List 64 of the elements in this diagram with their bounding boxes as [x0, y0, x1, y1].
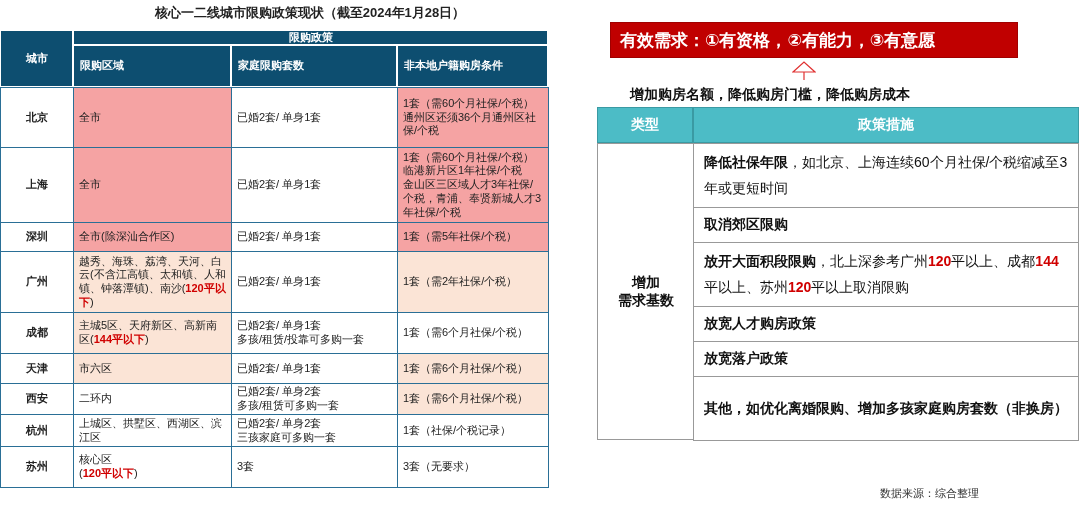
cell-text: 其他，如优化离婚限购、增加多孩家庭购房套数（非换房） [704, 398, 1068, 418]
cell-text: (120平以下) [79, 467, 138, 481]
cell-text: 1套（需6个月社保/个税） [403, 392, 529, 406]
cell-text: 1套（社保/个税记录） [403, 423, 512, 438]
cell-text: 越秀、海珠、荔湾、天河、白云(不含江高镇、太和镇、人和镇、钟落潭镇)、南沙(120平以下) [79, 254, 226, 310]
cell-text: 多孩/租赁可多购一套 [237, 399, 340, 413]
cell-text: 深圳 [26, 230, 48, 244]
cell-text: 苏州 [26, 460, 48, 474]
cell-text: 已婚2套/ 单身1套 [237, 178, 322, 192]
cell-text: 金山区三区域人才3年社保/个税，青浦、奉贤新城人才3年社保/个税 [403, 178, 543, 220]
callout-box [610, 22, 1018, 58]
cell-text: 通州区还须36个月通州区社保/个税 [403, 110, 538, 139]
cell-text: 家庭限购套数 [238, 59, 304, 73]
cell-text: 已婚2套/ 单身2套 [237, 385, 322, 399]
cell-text: 全市 [79, 110, 101, 125]
cell-text: 已婚2套/ 单身1套 [237, 361, 322, 376]
cell-text: 临港新片区1年社保/个税 [403, 164, 523, 179]
cell-text: 二环内 [79, 392, 112, 406]
cell-text: 非本地户籍购房条件 [404, 59, 503, 73]
cell-text: 上城区、拱墅区、西湖区、滨江区 [79, 416, 223, 445]
cell-text: 杭州 [26, 423, 48, 438]
cell-text: 已婚2套/ 单身1套 [237, 230, 322, 244]
cell-text: 1套（需2年社保/个税） [403, 275, 518, 289]
cell-text: 多孩/租赁/投靠可多购一套 [237, 333, 365, 347]
cell-text: 1套（需6个月社保/个税） [403, 326, 529, 340]
arrow [792, 61, 816, 81]
cell-text: 政策措施 [858, 116, 914, 134]
source-note: 数据来源：综合整理 [880, 486, 979, 501]
cell-text: 1套（需6个月社保/个税） [403, 361, 529, 376]
cell-text: 已婚2套/ 单身1套 [237, 275, 322, 289]
cell-text: 类型 [631, 116, 659, 134]
cell-text: 天津 [26, 361, 48, 376]
cell-text: 已婚2套/ 单身1套 [237, 319, 322, 333]
cell-text: 1套（需5年社保/个税） [403, 230, 518, 244]
cell-text: 三孩家庭可多购一套 [237, 430, 336, 445]
cell-text: 上海 [26, 178, 48, 192]
cell-text: 已婚2套/ 单身1套 [237, 110, 322, 125]
cell-text: 放宽落户政策 [704, 349, 788, 369]
cell-text: 广州 [26, 275, 48, 289]
cell-text: 城市 [25, 51, 48, 66]
cell-text: 全市 [79, 178, 101, 192]
cell-text: 放宽人才购房政策 [704, 314, 816, 334]
cell-text: 增加 [631, 274, 660, 292]
cell-text: 取消郊区限购 [704, 215, 788, 235]
cell-text: 放开大面积段限购，北上深参考广州120平以上、成都144平以上、苏州120平以上取消限购 [704, 252, 1060, 297]
cell-text: 市六区 [79, 361, 112, 376]
cell-text: 需求基数 [617, 291, 674, 309]
cell-text: 北京 [26, 110, 48, 125]
cell-text: 全市(除深汕合作区) [79, 230, 175, 244]
callout-text: 有效需求：①有资格，②有能力，③有意愿 [620, 29, 936, 52]
subheading-text: 增加购房名额，降低购房门槛，降低购房成本 [630, 86, 910, 104]
cell-text: 西安 [26, 392, 48, 406]
cell-text: 限购区域 [80, 59, 124, 73]
cell-text: 核心区 [79, 453, 112, 467]
cell-text: 3套（无要求） [403, 460, 476, 474]
cell-text: 成都 [26, 326, 48, 340]
cell-text: 限购政策 [288, 30, 333, 45]
cell-text: 主城5区、天府新区、高新南区(144平以下) [79, 319, 219, 347]
cell-text: 1套（需60个月社保/个税） [403, 150, 535, 165]
cell-text: 已婚2套/ 单身2套 [237, 416, 322, 431]
cell-text: 3套 [237, 460, 255, 474]
cell-text: 降低社保年限，如北京、上海连续60个月社保/个税缩减至3年或更短时间 [704, 153, 1068, 198]
cell-text: 1套（需60个月社保/个税） [403, 96, 535, 111]
table-title: 核心一二线城市限购政策现状（截至2024年1月28日） [153, 4, 467, 22]
